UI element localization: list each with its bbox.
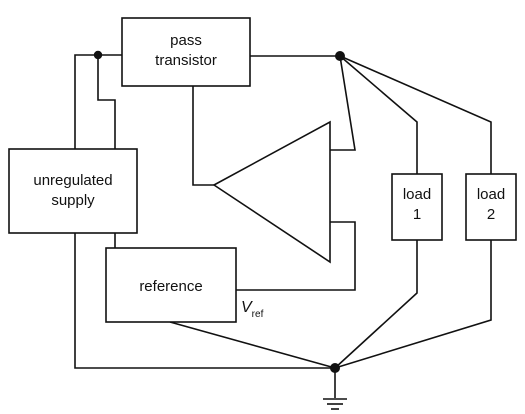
wire-load1-to-ground (334, 240, 418, 369)
wire-supply-bottom (74, 233, 335, 369)
unregulated-supply-box (8, 148, 138, 234)
wire-feedback (330, 55, 356, 151)
vref-label: Vref (241, 299, 264, 320)
junction-input (93, 50, 103, 60)
load-2-label-line1: load (477, 186, 505, 203)
wire-reference-to-ground (169, 321, 336, 369)
load-1-label-line2: 1 (413, 206, 421, 223)
ground-symbol (323, 398, 347, 410)
wire-output-to-load1 (339, 55, 418, 174)
load-1-box (391, 173, 443, 241)
pass-transistor-block: pass transistor (121, 17, 251, 87)
reference-block: reference (105, 247, 237, 323)
unregulated-supply-block: unregulated supply (8, 148, 138, 234)
junction-output (335, 51, 345, 61)
vref-symbol: V (241, 299, 253, 316)
junction-ground (330, 363, 340, 373)
wire-supply-top (74, 54, 98, 149)
reference-box (105, 247, 237, 323)
wire-load2-to-ground (334, 240, 492, 369)
pass-transistor-label-line2: transistor (155, 52, 217, 69)
vref-subscript: ref (252, 309, 264, 320)
reference-label: reference (139, 278, 202, 295)
wire-output-to-load2 (339, 55, 492, 174)
load-1-block: load 1 (391, 173, 443, 241)
load-2-block: load 2 (465, 173, 517, 241)
pass-transistor-label-line1: pass (170, 32, 202, 49)
load-2-label-line2: 2 (487, 206, 495, 223)
wire-pass-to-opamp (192, 86, 214, 186)
wire-vref (236, 221, 356, 291)
pass-transistor-box (121, 17, 251, 87)
error-amplifier (212, 120, 331, 264)
load-2-box (465, 173, 517, 241)
unregulated-supply-label-line2: supply (51, 192, 95, 209)
unregulated-supply-label-line1: unregulated (33, 172, 112, 189)
wires (74, 54, 492, 398)
load-1-label-line1: load (403, 186, 431, 203)
